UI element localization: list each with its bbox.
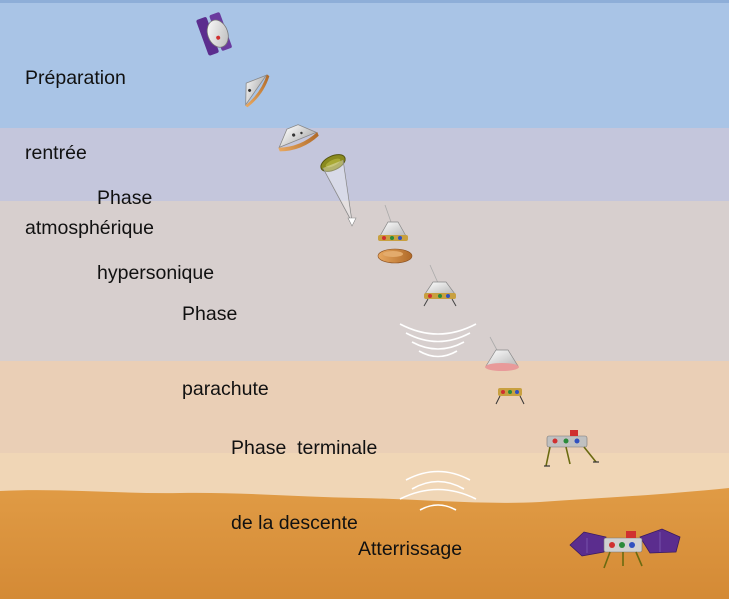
label-parachute-line1: Phase xyxy=(182,303,238,325)
label-terminal-descent: Phase terminale de la descente xyxy=(231,386,377,586)
radar-waves-lower-icon xyxy=(399,470,477,511)
band-entry xyxy=(0,0,729,128)
parachute-lander-icon xyxy=(423,264,457,307)
band-parachute xyxy=(0,201,729,361)
label-hypersonic-line2: hypersonique xyxy=(97,262,215,284)
powered-descent-lander-icon xyxy=(544,430,599,467)
landed-lander-icon xyxy=(569,528,681,569)
label-landing: Atterrissage xyxy=(358,538,463,560)
radar-waves-upper-icon xyxy=(399,323,477,358)
label-parachute: Phase parachute xyxy=(182,252,269,452)
cruise-stage-icon xyxy=(196,12,232,56)
hypersonic-capsule-icon xyxy=(278,124,319,152)
backshell-separation-icon xyxy=(485,336,519,371)
free-lander-icon xyxy=(495,388,525,405)
label-parachute-line2: parachute xyxy=(182,378,269,400)
band-terminal xyxy=(0,361,729,453)
label-atmospheric-entry-line2: rentrée xyxy=(25,142,87,164)
label-hypersonic-line1: Phase xyxy=(97,187,153,209)
label-atmospheric-entry-line1: Préparation xyxy=(25,67,126,89)
heat-shield-icon xyxy=(377,248,413,264)
label-hypersonic: Phase hypersonique xyxy=(97,136,214,336)
label-atmospheric-entry: Préparation rentrée atmosphérique xyxy=(25,16,154,291)
backshell-lander-icon xyxy=(378,204,408,241)
label-atmospheric-entry-line3: atmosphérique xyxy=(25,217,154,239)
entry-capsule-icon xyxy=(245,74,270,108)
band-hypersonic xyxy=(0,128,729,201)
mars-ground xyxy=(0,488,729,599)
label-terminal-descent-line2: de la descente xyxy=(231,512,358,534)
parachute-deploy-icon xyxy=(320,154,357,227)
label-terminal-descent-line1: Phase terminale xyxy=(231,437,378,459)
